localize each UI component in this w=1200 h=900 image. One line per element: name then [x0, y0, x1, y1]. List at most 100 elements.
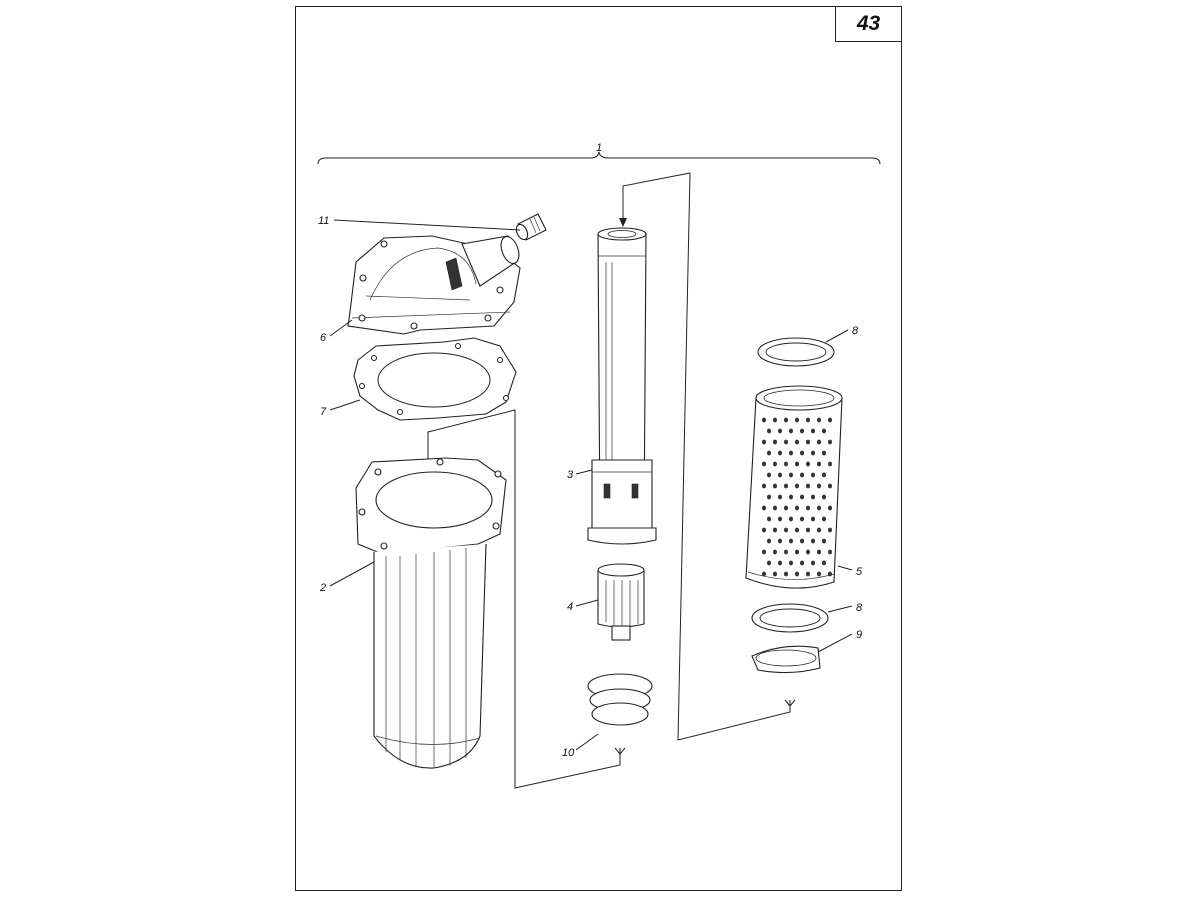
- perforation-hole: [789, 428, 793, 434]
- perforation-hole: [784, 571, 788, 577]
- part-8-ring-top: [757, 337, 835, 367]
- perforation-hole: [817, 505, 821, 511]
- perforation-hole: [811, 428, 815, 434]
- perforation-hole: [762, 505, 766, 511]
- perforation-hole: [800, 560, 804, 566]
- perforation-hole: [817, 461, 821, 467]
- perforation-hole: [762, 571, 766, 577]
- perforation-hole: [817, 439, 821, 445]
- perforation-hole: [817, 483, 821, 489]
- perforation-hole: [806, 461, 810, 467]
- perforation-hole: [773, 571, 777, 577]
- perforation-hole: [773, 439, 777, 445]
- leader-lines: [329, 219, 853, 751]
- perforation-hole: [762, 527, 766, 533]
- label-9: 9: [856, 629, 862, 641]
- perforation-hole: [773, 461, 777, 467]
- perforation-hole: [806, 505, 810, 511]
- perforation-hole: [789, 516, 793, 522]
- perforation-hole: [806, 439, 810, 445]
- perforation-hole: [773, 549, 777, 555]
- page-number-box: 43: [835, 6, 902, 42]
- perforation-hole: [806, 527, 810, 533]
- perforation-hole: [800, 472, 804, 478]
- perforation-hole: [767, 428, 771, 434]
- perforation-hole: [773, 483, 777, 489]
- label-11: 11: [318, 215, 329, 227]
- part-6-cover: [347, 235, 521, 335]
- perforation-hole: [767, 472, 771, 478]
- label-3: 3: [567, 469, 574, 481]
- perforation-hole: [762, 483, 766, 489]
- assembly-brace: [317, 151, 881, 165]
- perforation-hole: [773, 417, 777, 423]
- perforation-hole: [762, 417, 766, 423]
- perforation-hole: [784, 417, 788, 423]
- perforation-hole: [800, 428, 804, 434]
- perforation-hole: [828, 439, 832, 445]
- perforation-hole: [811, 494, 815, 500]
- label-6: 6: [320, 332, 327, 344]
- perforation-hole: [767, 450, 771, 456]
- perforation-hole: [795, 571, 799, 577]
- assembly-flow-lines: [424, 172, 796, 789]
- label-4: 4: [567, 601, 573, 613]
- perforation-hole: [784, 439, 788, 445]
- perforation-hole: [817, 527, 821, 533]
- perforation-hole: [817, 417, 821, 423]
- perforation-hole: [795, 527, 799, 533]
- perforation-hole: [822, 450, 826, 456]
- part-labels: 1 11 6 7 2 3 4 10 8 5 8 9: [318, 142, 863, 759]
- part-4-valve: [597, 563, 645, 641]
- perforation-hole: [817, 549, 821, 555]
- perforation-hole: [817, 571, 821, 577]
- perforation-hole: [762, 549, 766, 555]
- perforation-hole: [806, 483, 810, 489]
- label-7: 7: [320, 406, 327, 418]
- perforation-hole: [828, 505, 832, 511]
- perforation-hole: [822, 494, 826, 500]
- perforation-hole: [767, 516, 771, 522]
- perforation-hole: [789, 472, 793, 478]
- part-7-gasket: [353, 337, 517, 421]
- perforation-hole: [795, 461, 799, 467]
- perforation-hole: [789, 538, 793, 544]
- perforation-hole: [795, 417, 799, 423]
- perforation-hole: [822, 516, 826, 522]
- perforation-hole: [800, 494, 804, 500]
- perforation-hole: [778, 450, 782, 456]
- part-8-ring-bottom: [751, 603, 829, 633]
- perforation-hole: [767, 538, 771, 544]
- perforation-hole: [811, 450, 815, 456]
- perforation-hole: [795, 549, 799, 555]
- perforation-hole: [778, 560, 782, 566]
- perforation-hole: [784, 527, 788, 533]
- perforation-hole: [806, 549, 810, 555]
- label-5: 5: [856, 566, 863, 578]
- perforation-hole: [789, 450, 793, 456]
- part-5-filter-element: [745, 385, 843, 589]
- perforation-hole: [822, 472, 826, 478]
- label-8-top: 8: [852, 325, 859, 337]
- part-2-bowl: [355, 457, 507, 769]
- perforation-hole: [784, 461, 788, 467]
- perforation-hole: [767, 560, 771, 566]
- perforation-hole: [789, 560, 793, 566]
- perforation-hole: [811, 538, 815, 544]
- perforation-hole: [778, 428, 782, 434]
- label-10: 10: [562, 747, 575, 759]
- perforation-hole: [806, 417, 810, 423]
- perforation-hole: [778, 494, 782, 500]
- perforation-hole: [784, 505, 788, 511]
- part-11-fitting: [515, 213, 547, 241]
- perforation-hole: [778, 516, 782, 522]
- perforation-hole: [795, 483, 799, 489]
- perforation-hole: [800, 516, 804, 522]
- perforation-hole: [828, 549, 832, 555]
- perforation-hole: [822, 560, 826, 566]
- perforation-hole: [811, 472, 815, 478]
- perforation-hole: [828, 417, 832, 423]
- label-2: 2: [319, 582, 326, 594]
- perforation-hole: [789, 494, 793, 500]
